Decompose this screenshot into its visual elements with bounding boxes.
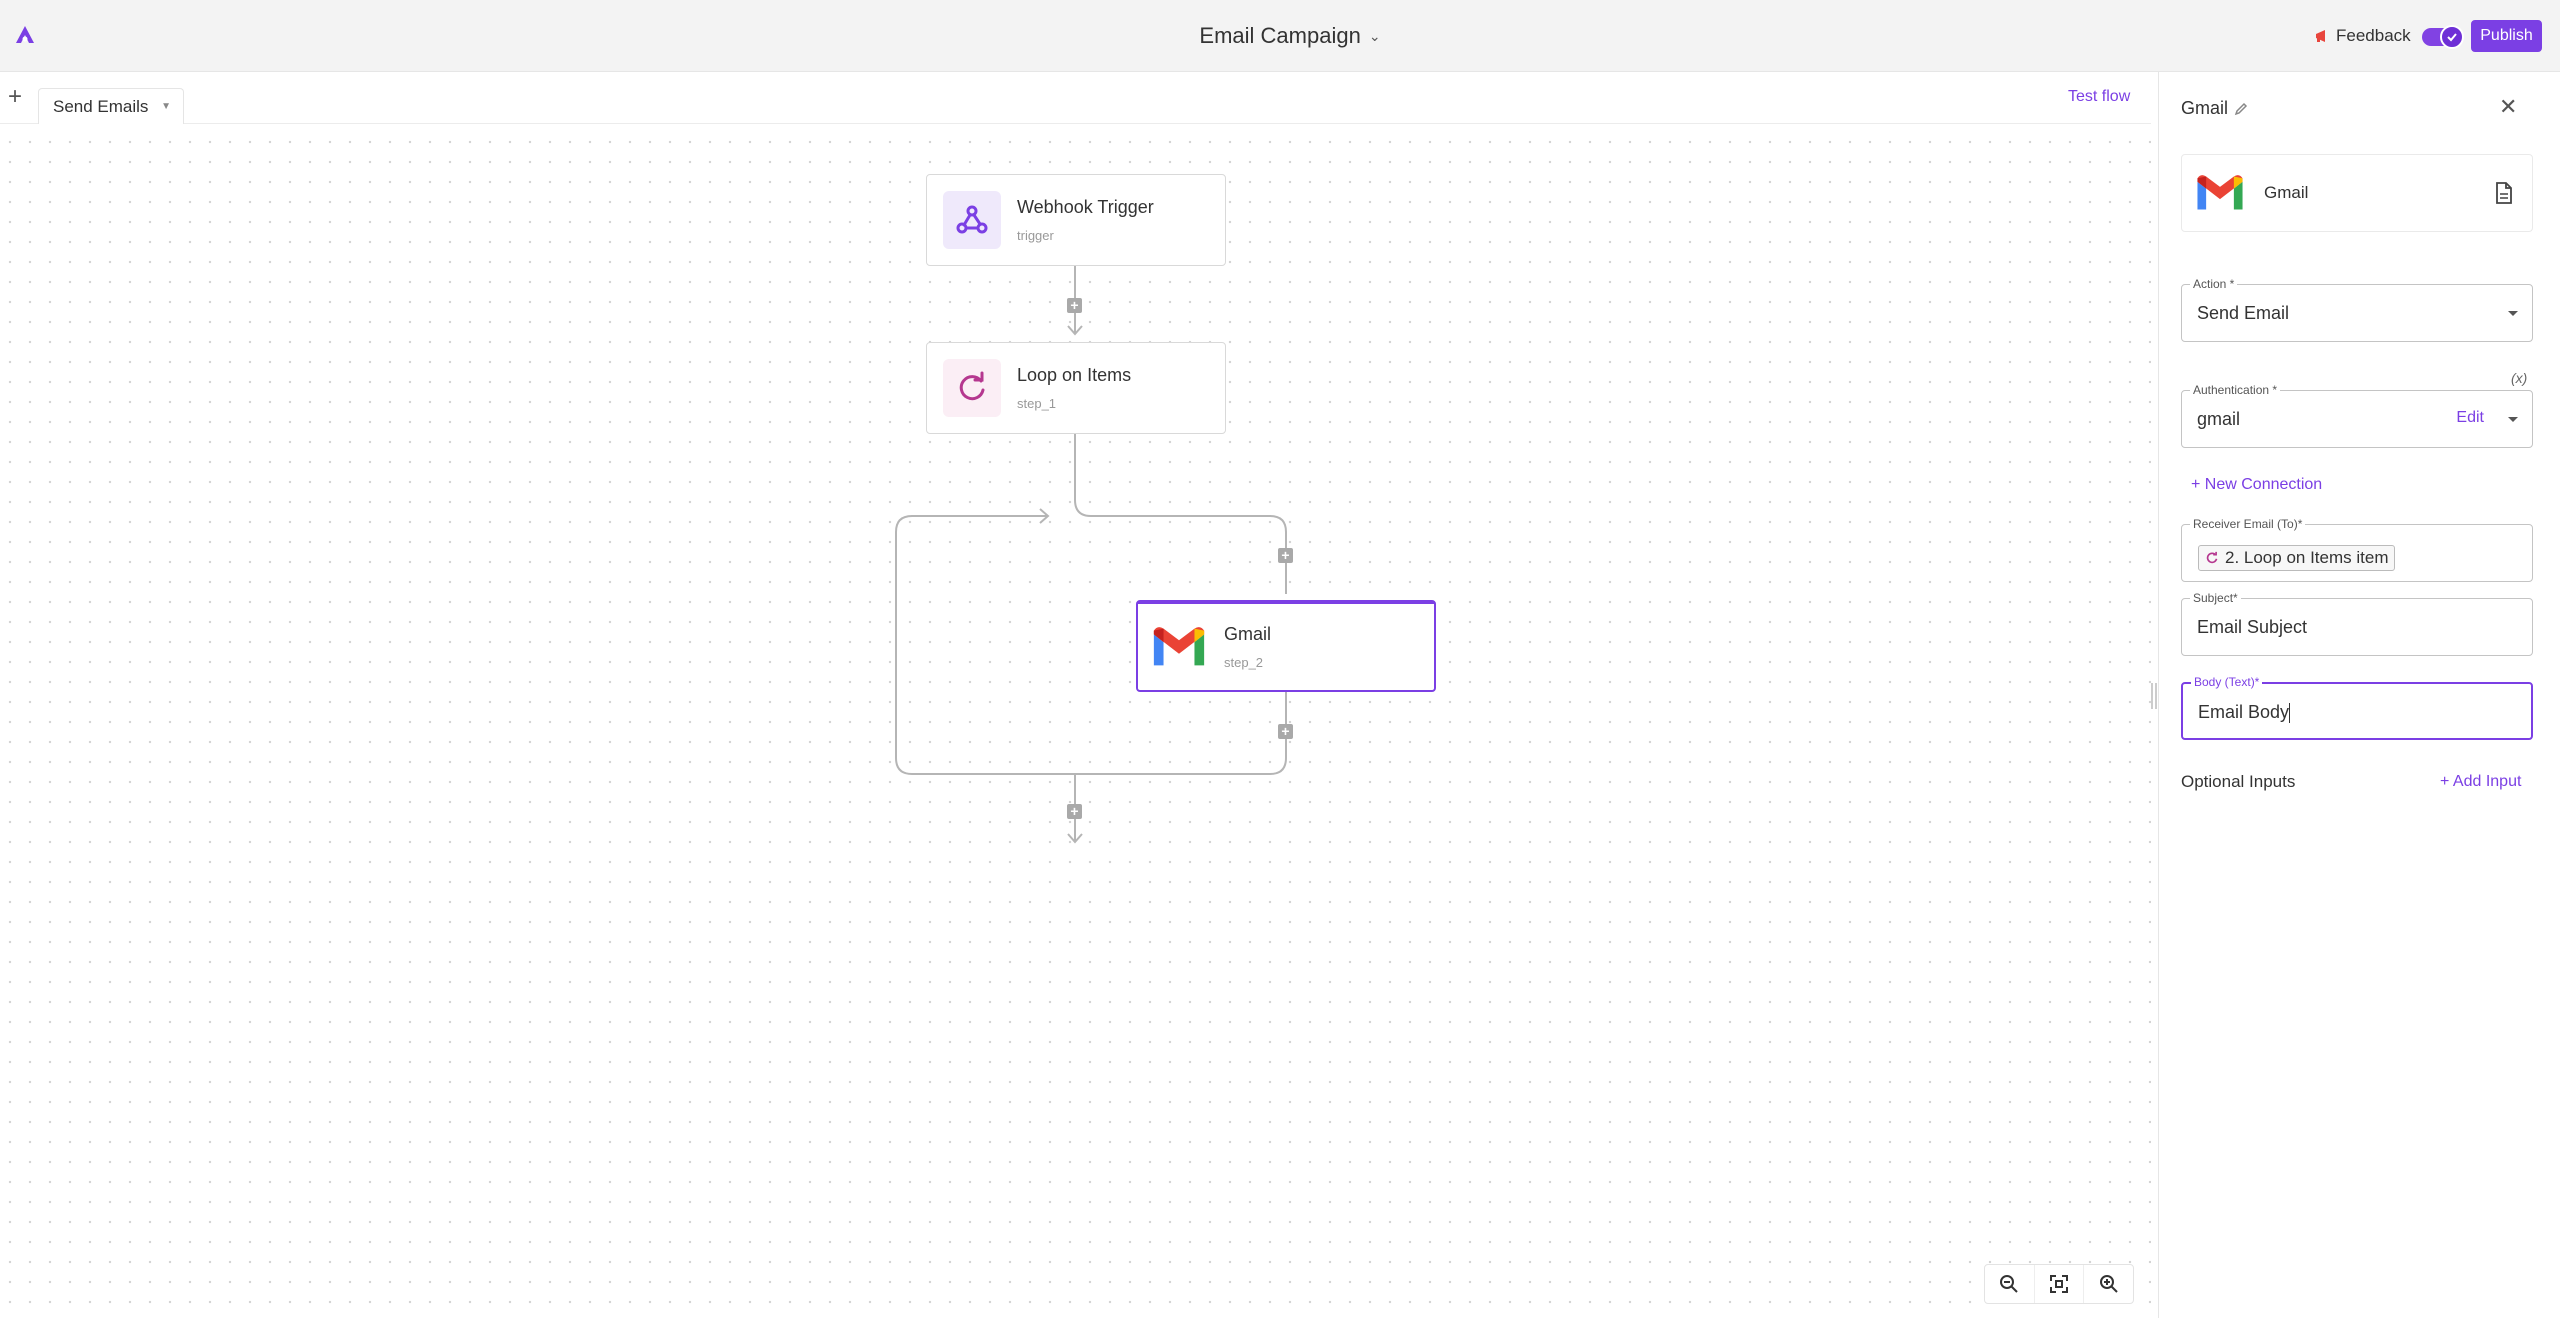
- fit-view-icon: [2050, 1275, 2068, 1293]
- add-step-button[interactable]: +: [1067, 804, 1082, 819]
- feedback-button[interactable]: Feedback: [2314, 22, 2411, 50]
- field-value: Send Email: [2197, 303, 2290, 323]
- app-logo-icon[interactable]: [14, 24, 36, 46]
- document-icon[interactable]: [2494, 181, 2514, 205]
- top-bar: Email Campaign ⌄ Feedback Publish: [0, 0, 2560, 72]
- node-icon-wrapper: [943, 191, 1001, 249]
- field-label: Action *: [2190, 277, 2238, 291]
- panel-resize-handle[interactable]: [2151, 683, 2157, 709]
- flow-tab-bar: + Send Emails ▼ Test flow: [0, 72, 2151, 124]
- node-step-id: step_2: [1224, 655, 1264, 670]
- tab-label: Send Emails: [53, 96, 149, 116]
- authentication-select[interactable]: Authentication * gmail Edit: [2181, 383, 2533, 448]
- pencil-icon[interactable]: [2234, 102, 2248, 116]
- add-tab-icon[interactable]: +: [8, 83, 23, 110]
- zoom-in-button[interactable]: [2084, 1265, 2133, 1303]
- node-name: Gmail: [1224, 624, 1272, 644]
- action-select[interactable]: Action * Send Email: [2181, 277, 2533, 342]
- publish-button[interactable]: Publish: [2471, 20, 2542, 52]
- flow-canvas[interactable]: + Send Emails ▼ Test flow + + + +: [0, 72, 2151, 1318]
- field-label: Body (Text)*: [2191, 675, 2263, 689]
- add-step-button[interactable]: +: [1067, 298, 1082, 313]
- zoom-in-icon: [2099, 1275, 2118, 1293]
- data-reference-chip[interactable]: 2. Loop on Items item: [2198, 545, 2396, 571]
- megaphone-icon: [2316, 30, 2325, 42]
- panel-title-text: Gmail: [2181, 98, 2229, 118]
- add-step-button[interactable]: +: [1278, 548, 1293, 563]
- flow-enabled-toggle[interactable]: [2422, 25, 2464, 49]
- zoom-out-button[interactable]: [1985, 1265, 2035, 1303]
- gmail-icon: [2197, 175, 2243, 210]
- zoom-out-icon: [2000, 1275, 2019, 1293]
- body-text-field[interactable]: Body (Text)* Email Body: [2181, 675, 2533, 740]
- close-icon[interactable]: ✕: [2499, 94, 2518, 119]
- edit-connection-button[interactable]: Edit: [2456, 409, 2484, 426]
- fit-view-button[interactable]: [2035, 1265, 2085, 1303]
- dropdown-arrow-icon: [2508, 417, 2518, 422]
- chip-label: 2. Loop on Items item: [2225, 548, 2389, 567]
- new-connection-button[interactable]: + New Connection: [2191, 476, 2323, 493]
- toggle-knob: [2440, 25, 2464, 49]
- check-icon: [2447, 33, 2457, 42]
- feedback-label: Feedback: [2336, 26, 2411, 45]
- optional-inputs-label: Optional Inputs: [2181, 772, 2296, 791]
- step-settings-panel: Gmail ✕ Gmail Action * Send Email (x) Au…: [2158, 72, 2560, 1318]
- piece-card: Gmail: [2181, 154, 2533, 232]
- dynamic-value-toggle[interactable]: (x): [2511, 370, 2528, 386]
- field-value: gmail: [2197, 409, 2241, 429]
- field-value-wrapper: Email Body: [2198, 702, 2291, 724]
- subject-field[interactable]: Subject* Email Subject: [2181, 591, 2533, 656]
- loop-icon: [2206, 551, 2218, 564]
- caret-down-icon[interactable]: ▼: [161, 101, 171, 112]
- dropdown-arrow-icon: [2508, 311, 2518, 316]
- flow-title[interactable]: Email Campaign ⌄: [1160, 20, 1420, 52]
- node-step-id: trigger: [1017, 228, 1054, 243]
- flow-title-text: Email Campaign: [1199, 23, 1361, 48]
- panel-title[interactable]: Gmail: [2181, 98, 2248, 119]
- test-flow-button[interactable]: Test flow: [2068, 88, 2131, 105]
- field-value: Email Body: [2198, 702, 2290, 722]
- node-step-id: step_1: [1017, 396, 1057, 411]
- field-label: Subject*: [2190, 591, 2241, 605]
- add-step-button[interactable]: +: [1278, 724, 1293, 739]
- node-name: Loop on Items: [1017, 365, 1132, 385]
- zoom-controls: [1984, 1264, 2134, 1304]
- node-icon-wrapper: [1150, 618, 1208, 676]
- field-label: Authentication *: [2190, 383, 2281, 397]
- field-label: Receiver Email (To)*: [2190, 517, 2306, 531]
- webhook-icon: [956, 205, 988, 234]
- gmail-icon: [1153, 627, 1205, 666]
- step-node-loop-on-items[interactable]: Loop on Items step_1: [926, 342, 1226, 434]
- text-caret: [2289, 703, 2291, 724]
- add-input-button[interactable]: + Add Input: [2440, 773, 2522, 790]
- chevron-down-icon: ⌄: [1368, 27, 1381, 44]
- node-icon-wrapper: [943, 359, 1001, 417]
- field-value: Email Subject: [2197, 617, 2308, 637]
- receiver-email-field[interactable]: Receiver Email (To)* 2. Loop on Items it…: [2181, 517, 2533, 582]
- step-node-webhook-trigger[interactable]: Webhook Trigger trigger: [926, 174, 1226, 266]
- node-name: Webhook Trigger: [1017, 197, 1154, 217]
- loop-icon: [959, 371, 985, 401]
- tab-send-emails[interactable]: Send Emails ▼: [38, 88, 184, 124]
- step-node-gmail[interactable]: Gmail step_2: [1136, 600, 1436, 692]
- piece-name: Gmail: [2264, 183, 2309, 202]
